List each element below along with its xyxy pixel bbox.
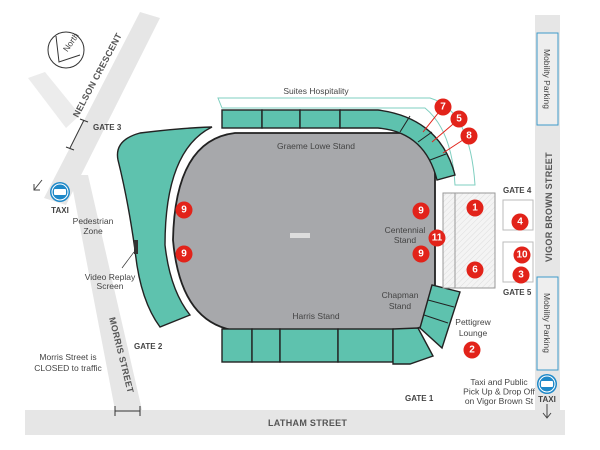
svg-text:1: 1 xyxy=(472,203,478,214)
vigor-brown-street-label: VIGOR BROWN STREET xyxy=(544,152,554,262)
marker-6[interactable]: 6 xyxy=(466,261,484,279)
nelson-crescent-road xyxy=(44,12,160,205)
svg-text:5: 5 xyxy=(456,114,462,125)
marker-2[interactable]: 2 xyxy=(463,341,481,359)
svg-text:7: 7 xyxy=(440,102,446,113)
suites-hospitality-label: Suites Hospitality xyxy=(283,86,349,96)
gate-3-label: GATE 3 xyxy=(93,123,122,132)
marker-9[interactable]: 9 xyxy=(175,245,193,263)
marker-4[interactable]: 4 xyxy=(511,213,529,231)
marker-11[interactable]: 11 xyxy=(428,229,446,247)
marker-9[interactable]: 9 xyxy=(412,202,430,220)
svg-text:9: 9 xyxy=(418,206,424,217)
mobility-parking-bottom: Mobility Parking xyxy=(536,276,559,371)
svg-text:10: 10 xyxy=(516,250,528,261)
west-stand xyxy=(116,126,213,328)
taxi-icon-left: TAXI xyxy=(33,179,70,215)
svg-text:4: 4 xyxy=(517,217,523,228)
svg-text:9: 9 xyxy=(181,205,187,216)
marker-5[interactable]: 5 xyxy=(450,110,468,128)
gate-4-label: GATE 4 xyxy=(503,186,532,195)
gate-5-label: GATE 5 xyxy=(503,288,532,297)
svg-text:3: 3 xyxy=(518,270,524,281)
marker-8[interactable]: 8 xyxy=(460,127,478,145)
harris-stand xyxy=(221,284,461,365)
harris-stand-label: Harris Stand xyxy=(292,311,340,321)
latham-street-label: LATHAM STREET xyxy=(268,418,347,428)
graeme-lowe-stand xyxy=(221,109,456,181)
north-compass: North xyxy=(47,31,85,69)
marker-7[interactable]: 7 xyxy=(434,98,452,116)
marker-9[interactable]: 9 xyxy=(412,245,430,263)
marker-10[interactable]: 10 xyxy=(513,246,531,264)
svg-text:11: 11 xyxy=(432,233,443,244)
marker-3[interactable]: 3 xyxy=(512,266,530,284)
video-replay-screen xyxy=(134,240,138,254)
marker-1[interactable]: 1 xyxy=(466,199,484,217)
svg-text:TAXI: TAXI xyxy=(51,206,69,215)
morris-street-road xyxy=(70,175,142,410)
svg-text:9: 9 xyxy=(418,249,424,260)
svg-text:2: 2 xyxy=(469,345,475,356)
svg-text:9: 9 xyxy=(181,249,187,260)
svg-text:6: 6 xyxy=(472,265,478,276)
svg-text:Mobility Parking: Mobility Parking xyxy=(542,49,552,109)
svg-text:TAXI: TAXI xyxy=(538,395,556,404)
gate-2-label: GATE 2 xyxy=(134,342,163,351)
mobility-parking-top: Mobility Parking xyxy=(536,32,559,126)
taxi-icon-right: TAXI xyxy=(537,374,557,419)
side-road xyxy=(28,72,80,128)
svg-text:8: 8 xyxy=(466,131,472,142)
marker-9[interactable]: 9 xyxy=(175,201,193,219)
svg-text:Mobility Parking: Mobility Parking xyxy=(542,293,552,353)
graeme-lowe-stand-label: Graeme Lowe Stand xyxy=(277,141,355,151)
gate-1-label: GATE 1 xyxy=(405,394,434,403)
cricket-wicket xyxy=(290,233,310,238)
